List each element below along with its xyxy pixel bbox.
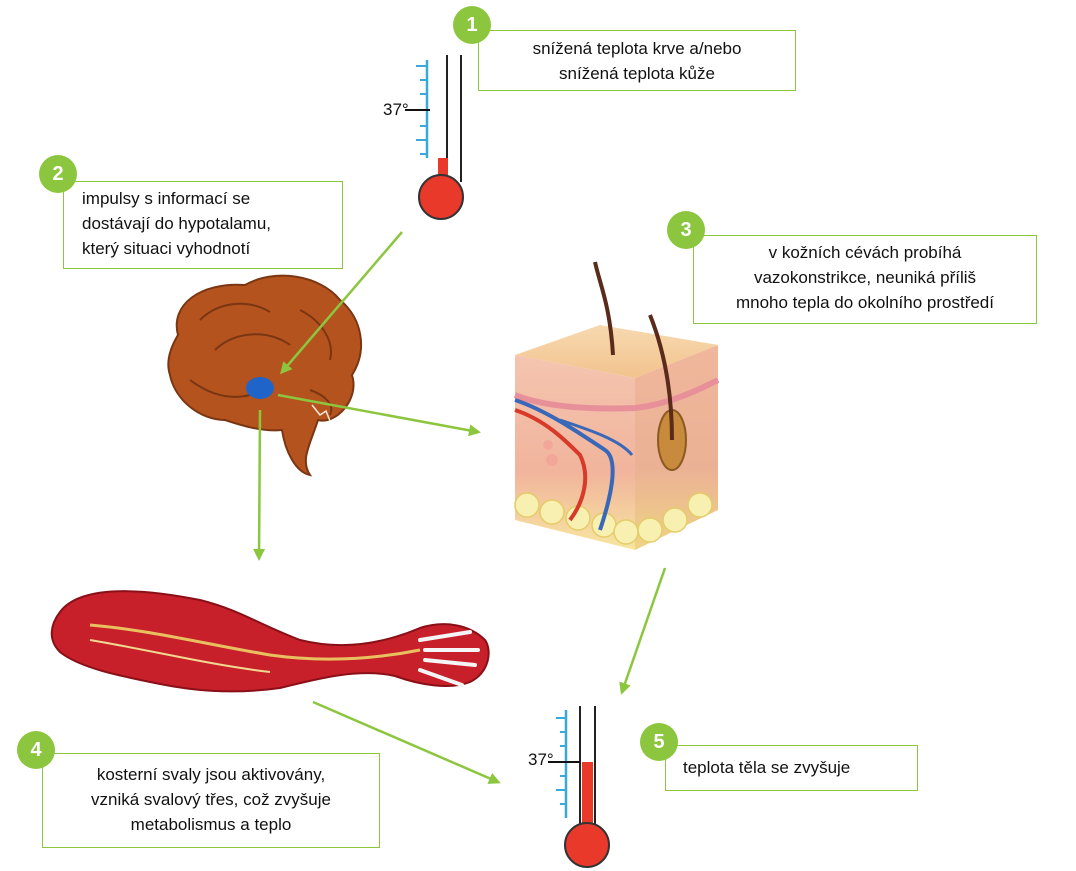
step-3-line-2: vazokonstrikce, neuniká příliš [694, 265, 1036, 290]
step-1-badge: 1 [453, 6, 491, 44]
step-3-badge: 3 [667, 211, 705, 249]
brain-illustration [168, 276, 361, 475]
thermometer-low [405, 55, 463, 219]
step-1-line-1: snížená teplota krve a/nebo [479, 36, 795, 61]
step-5-box: teplota těla se zvyšuje [665, 745, 918, 791]
step-2-box: impulsy s informací se dostávají do hypo… [63, 181, 343, 269]
arm-muscles-illustration [52, 591, 489, 691]
step-3-line-3: mnoho tepla do okolního prostředí [694, 290, 1036, 315]
step-4-box: kosterní svaly jsou aktivovány, vzniká s… [42, 753, 380, 848]
step-2-line-3: který situaci vyhodnotí [82, 236, 342, 261]
step-1-line-2: snížená teplota kůže [479, 61, 795, 86]
step-5-line-1: teplota těla se zvyšuje [683, 755, 917, 780]
thermometer-high-label: 37° [528, 750, 554, 770]
step-4-badge: 4 [17, 731, 55, 769]
step-4-line-2: vzniká svalový třes, což zvyšuje [43, 787, 379, 812]
step-4-line-3: metabolismus a teplo [43, 812, 379, 837]
step-5-badge: 5 [640, 723, 678, 761]
step-4-line-1: kosterní svaly jsou aktivovány, [43, 762, 379, 787]
step-3-line-1: v kožních cévách probíhá [694, 240, 1036, 265]
step-2-badge: 2 [39, 155, 77, 193]
skin-illustration [515, 262, 718, 550]
step-2-line-1: impulsy s informací se [82, 186, 342, 211]
thermometer-low-label: 37° [383, 100, 409, 120]
step-2-line-2: dostávají do hypotalamu, [82, 211, 342, 236]
step-1-box: snížená teplota krve a/nebo snížená tepl… [478, 30, 796, 91]
thermometer-high [548, 706, 609, 867]
step-3-box: v kožních cévách probíhá vazokonstrikce,… [693, 235, 1037, 324]
